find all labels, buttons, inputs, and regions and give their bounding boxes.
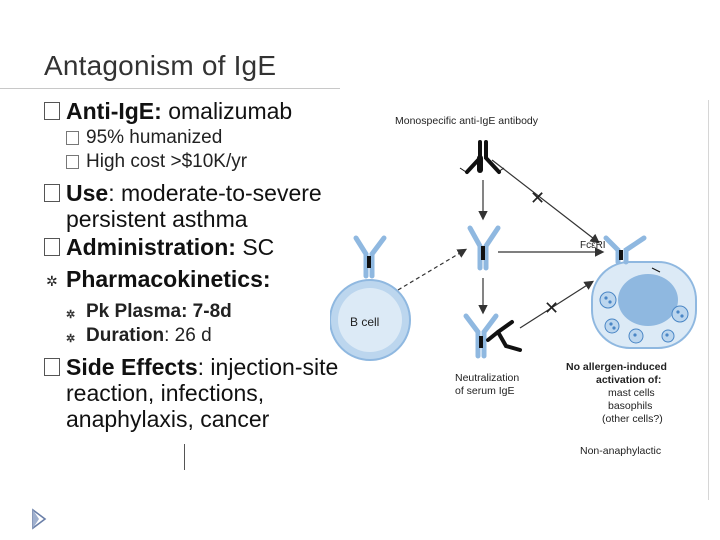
text-cursor <box>184 444 185 470</box>
star-bullet-icon: ✲ <box>66 309 76 321</box>
duration-label: Duration <box>86 325 165 346</box>
bullet-box-icon <box>44 102 60 120</box>
star-bullet-icon: ✲ <box>46 268 62 289</box>
b-cell-label: B cell <box>350 315 379 329</box>
block-x-icon: ✕ <box>544 298 559 318</box>
ige-complex-icon <box>463 313 522 359</box>
anti-ige-value: omalizumab <box>161 98 293 124</box>
anti-ige-label: Anti-IgE: <box>66 98 162 124</box>
bullet-box-icon <box>66 155 79 169</box>
block-x-icon: ✕ <box>530 188 545 208</box>
bullet-administration: Administration: SC <box>44 234 354 260</box>
bcell-receptor-icon <box>353 235 387 279</box>
slide-title: Antagonism of IgE <box>44 50 277 81</box>
diagram-title: Monospecific anti-IgE antibody <box>395 115 539 127</box>
fceri-receptor-icon <box>603 235 647 265</box>
sub-bullet-text: High cost >$10K/yr <box>86 151 248 172</box>
mast-cells-label: mast cells <box>608 387 655 399</box>
use-label: Use <box>66 180 109 206</box>
bullet-box-icon <box>44 358 60 376</box>
other-cells-label: (other cells?) <box>602 413 663 425</box>
bullet-list: Anti-IgE: omalizumab 95% humanized High … <box>44 98 354 434</box>
sub-bullet-humanized: 95% humanized <box>44 126 354 150</box>
no-activation-label: No allergen-induced <box>566 361 667 373</box>
sub-bullet-pk-plasma: ✲ Pk Plasma: 7-8d <box>44 300 354 324</box>
sub-bullet-duration: ✲ Duration: 26 d <box>44 324 354 348</box>
granule-icon <box>599 291 689 344</box>
side-effects-label: Side Effects <box>66 354 198 380</box>
bullet-box-icon <box>44 184 60 202</box>
non-anaphylactic-label: Non-anaphylactic <box>580 445 661 457</box>
bullet-pharmacokinetics: ✲ Pharmacokinetics: <box>44 266 354 292</box>
duration-value: : 26 d <box>164 325 212 346</box>
title-divider <box>0 88 340 89</box>
ige-marker-icon <box>481 246 485 260</box>
sub-bullet-text: 95% humanized <box>86 127 223 148</box>
star-bullet-icon: ✲ <box>66 333 76 345</box>
neutralization-label: Neutralization <box>455 372 519 384</box>
admin-value: SC <box>235 234 275 260</box>
bullet-use: Use: moderate-to-severe persistent asthm… <box>44 180 354 232</box>
anti-ige-antibody-icon <box>465 140 501 174</box>
dashed-arrow-bcell <box>397 248 468 291</box>
admin-label: Administration: <box>66 234 236 260</box>
antibody-tick-icon <box>459 167 467 173</box>
bullet-anti-ige: Anti-IgE: omalizumab <box>44 98 354 124</box>
bullet-side-effects: Side Effects: injection-site reaction, i… <box>44 354 354 432</box>
arrow-to-mastcell <box>491 159 600 244</box>
sub-bullet-cost: High cost >$10K/yr <box>44 150 354 174</box>
no-activation-label-2: activation of: <box>596 374 661 386</box>
ige-diagram: Monospecific anti-IgE antibody ✕ FcεRI ✕… <box>330 115 697 457</box>
arrow-complex-to-mastcell <box>519 280 595 329</box>
neutralization-label-2: of serum IgE <box>455 385 515 397</box>
fceri-label: FcεRI <box>580 240 606 251</box>
bullet-box-icon <box>44 238 60 256</box>
pk-label: Pharmacokinetics: <box>66 266 271 292</box>
bullet-box-icon <box>66 131 79 145</box>
sub-bullet-text: Pk Plasma: 7-8d <box>86 301 232 322</box>
slide-nav-icon[interactable] <box>30 508 48 530</box>
right-divider <box>708 100 709 500</box>
side-effects-value: : injection-site reaction, infections, a… <box>66 354 339 432</box>
use-value: : moderate-to-severe persistent asthma <box>66 180 322 232</box>
basophils-label: basophils <box>608 400 652 412</box>
ige-antibody-icon <box>467 225 501 271</box>
